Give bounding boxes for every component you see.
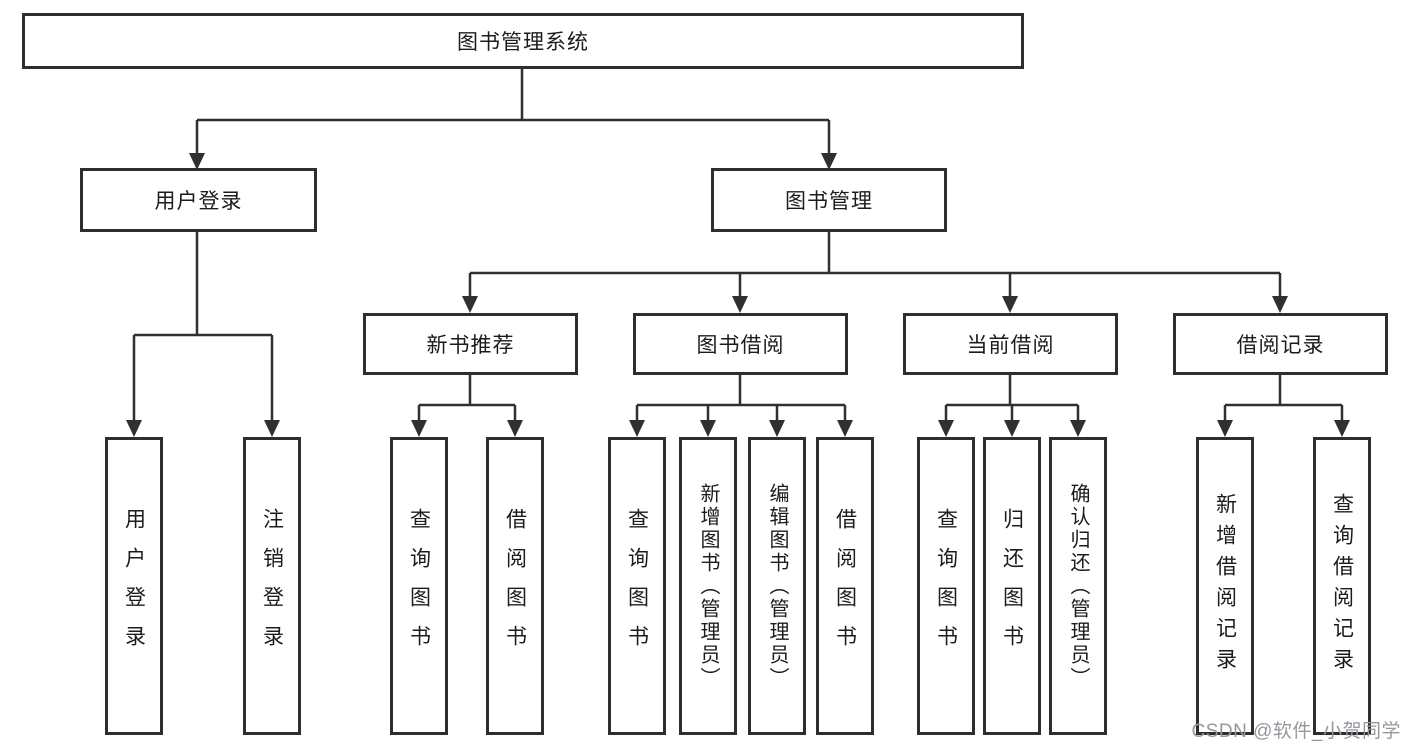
- leaf-return-book: 归还图书: [983, 437, 1041, 735]
- leaf-borrow-book-1: 借阅图书: [486, 437, 544, 735]
- watermark: CSDN @软件_小贺同学: [1191, 721, 1401, 742]
- leaf-add-borrow-record: 新增借阅记录: [1196, 437, 1254, 735]
- leaf-query-borrow-record: 查询借阅记录: [1313, 437, 1371, 735]
- leaf-query-book-2: 查询图书: [608, 437, 666, 735]
- leaf-confirm-return-admin: 确认归还（管理员）: [1049, 437, 1107, 735]
- leaf-query-book-3: 查询图书: [917, 437, 975, 735]
- leaf-user-login: 用户登录: [105, 437, 163, 735]
- node-book-management: 图书管理: [711, 168, 947, 232]
- node-user-login: 用户登录: [80, 168, 317, 232]
- arrowheads: [126, 153, 1350, 437]
- node-book-borrow: 图书借阅: [633, 313, 848, 375]
- node-root-library-system: 图书管理系统: [22, 13, 1024, 69]
- leaf-borrow-book-2: 借阅图书: [816, 437, 874, 735]
- leaf-add-book-admin: 新增图书（管理员）: [679, 437, 737, 735]
- node-new-book-recommend: 新书推荐: [363, 313, 578, 375]
- leaf-edit-book-admin: 编辑图书（管理员）: [748, 437, 806, 735]
- node-current-borrow: 当前借阅: [903, 313, 1118, 375]
- leaf-logout: 注销登录: [243, 437, 301, 735]
- node-borrow-records: 借阅记录: [1173, 313, 1388, 375]
- leaf-query-book-1: 查询图书: [390, 437, 448, 735]
